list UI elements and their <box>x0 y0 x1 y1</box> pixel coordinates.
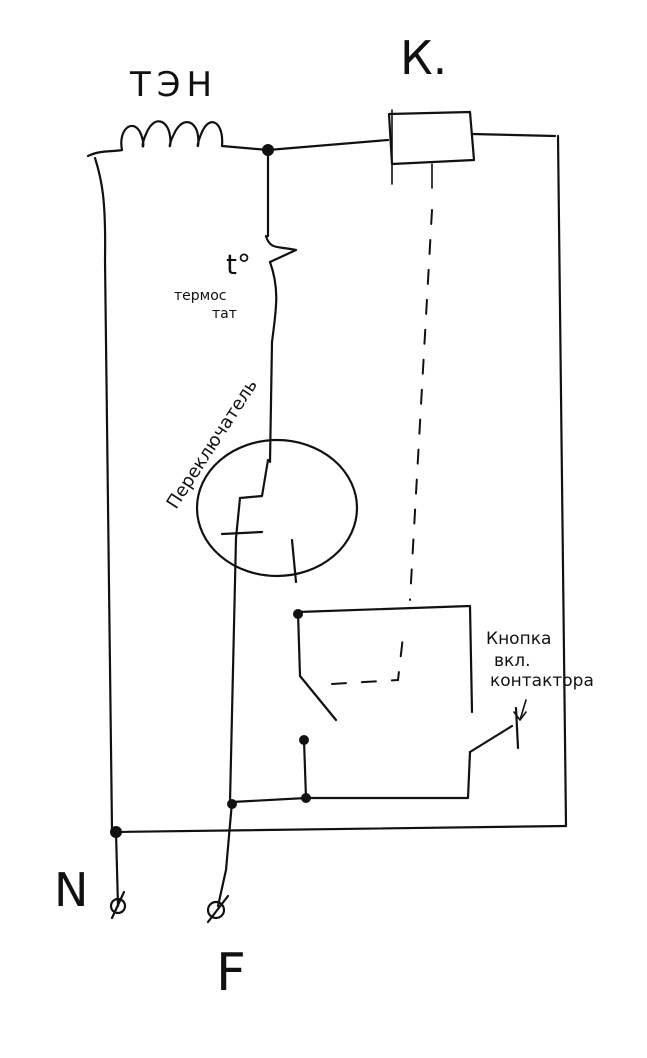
contactor-control-circuit <box>296 604 474 800</box>
button-label-line3: контактора <box>490 671 594 691</box>
thermostat-label-line1: термос <box>174 288 226 304</box>
heater-element <box>86 120 270 158</box>
phase-terminal <box>206 894 230 924</box>
bottom-bus <box>110 824 568 834</box>
selector-switch <box>195 438 359 804</box>
neutral-terminal <box>109 890 127 920</box>
neutral-wire <box>114 830 120 908</box>
contactor-right-wire <box>470 132 557 138</box>
contactor-label: К. <box>400 31 447 85</box>
left-rail <box>93 156 114 832</box>
contactor-coil <box>387 109 476 189</box>
junction-nodes <box>110 144 311 838</box>
right-rail <box>556 134 568 828</box>
button-label-line1: Кнопка <box>486 629 551 649</box>
phase-wire <box>216 800 234 908</box>
thermostat-symbol: t° <box>226 248 251 281</box>
contactor-button <box>468 699 527 754</box>
thermostat-label-line2: тат <box>212 306 237 322</box>
contactor-aux-link <box>331 627 405 685</box>
phase-label: F <box>216 943 246 1003</box>
contactor-mechanical-link <box>409 209 433 601</box>
top-wire <box>266 138 390 152</box>
bottom-jumper <box>230 796 308 804</box>
neutral-label: N <box>54 863 88 917</box>
thermostat-contact <box>264 148 298 464</box>
button-label-line2: вкл. <box>494 651 531 671</box>
heater-label: ТЭН <box>129 65 218 105</box>
